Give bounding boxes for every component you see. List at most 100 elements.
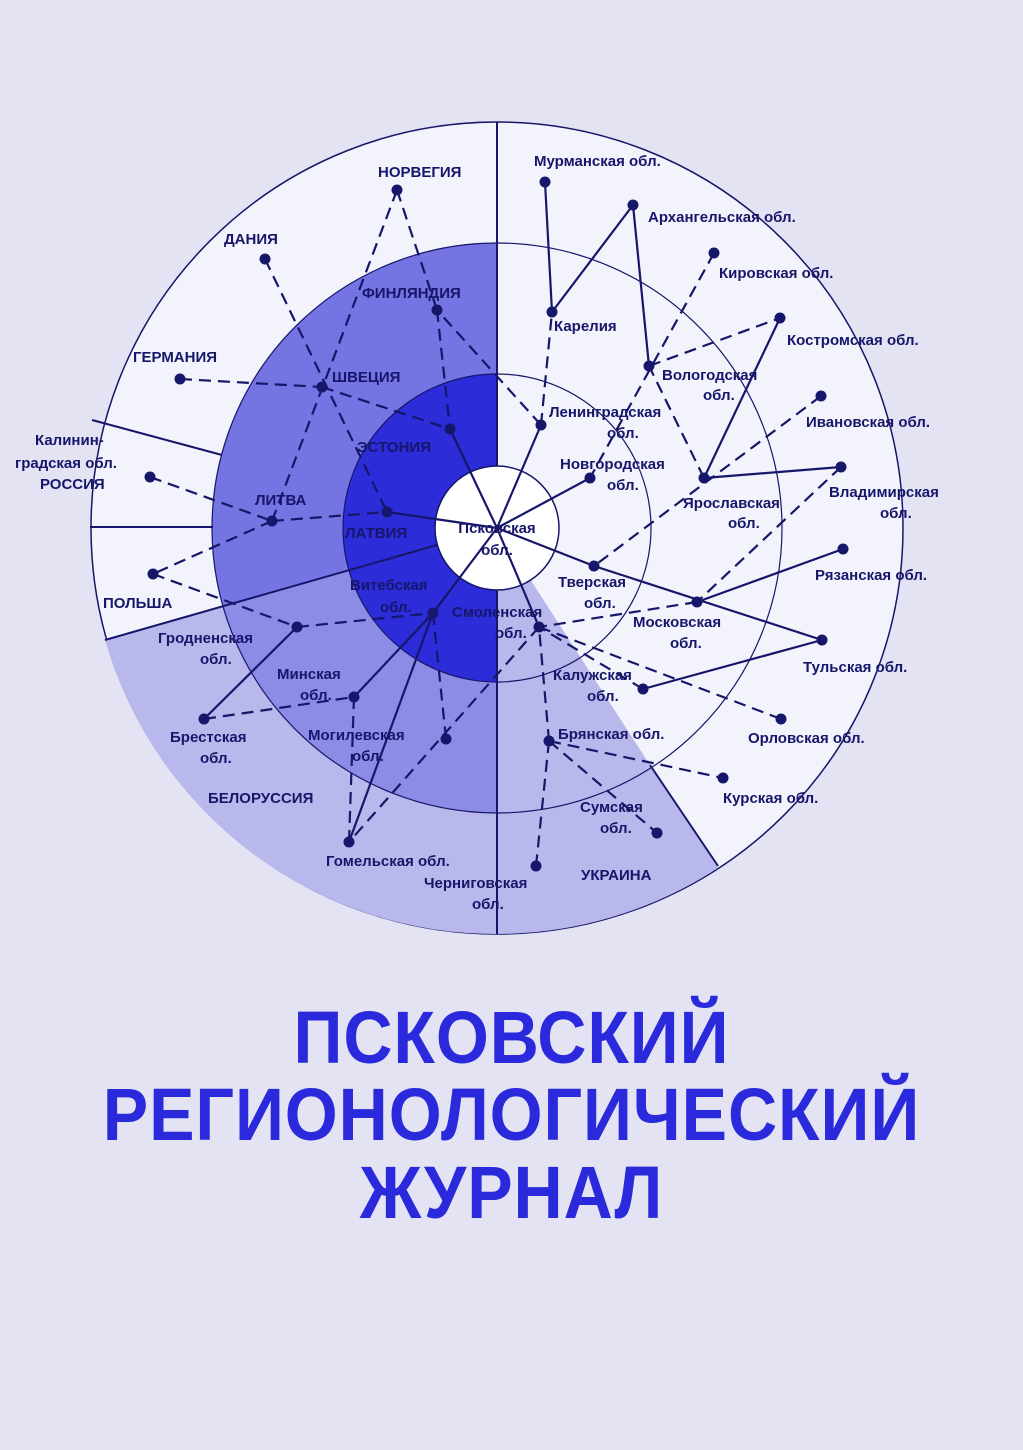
label-chernigov2: обл. xyxy=(472,896,504,913)
journal-title-line1: ПСКОВСКИЙ xyxy=(41,995,982,1080)
label-arkhangelsk: Архангельская обл. xyxy=(648,209,796,226)
node-moscow xyxy=(692,597,703,608)
node-estonia xyxy=(445,424,456,435)
node-finland xyxy=(432,305,443,316)
label-estonia: ЭСТОНИЯ xyxy=(357,439,431,456)
node-kaliningrad xyxy=(145,472,156,483)
label-grodno1: Гродненская xyxy=(158,630,253,647)
label-yaroslavl1: Ярославская xyxy=(683,495,780,512)
label-vologda1: Вологодская xyxy=(662,367,757,384)
label-leningrad2: обл. xyxy=(607,425,639,442)
label-kursk: Курская обл. xyxy=(723,790,818,807)
node-denmark xyxy=(260,254,271,265)
node-bryansk xyxy=(544,736,555,747)
label-germany: ГЕРМАНИЯ xyxy=(133,349,217,366)
label-russia: РОССИЯ xyxy=(40,476,105,493)
label-kaluga2: обл. xyxy=(587,688,619,705)
label-latvia: ЛАТВИЯ xyxy=(345,525,407,542)
label-kaliningrad1: Калинин- xyxy=(35,432,104,449)
label-brest2: обл. xyxy=(200,750,232,767)
node-chernigov xyxy=(531,861,542,872)
node-lithuania xyxy=(267,516,278,527)
node-grodno xyxy=(292,622,303,633)
label-vitebsk1: Витебская xyxy=(350,577,428,594)
node-sweden xyxy=(317,382,328,393)
label-sweden: ШВЕЦИЯ xyxy=(332,369,400,386)
node-smolensk xyxy=(534,622,545,633)
regional-connections-diagram: НОРВЕГИЯ ДАНИЯ ФИНЛЯНДИЯ ГЕРМАНИЯ ШВЕЦИЯ ЭСТО… xyxy=(0,0,1023,960)
node-kirov xyxy=(709,248,720,259)
label-brest1: Брестская xyxy=(170,729,247,746)
label-bryansk: Брянская обл. xyxy=(558,726,664,743)
node-ivanovo xyxy=(816,391,827,402)
label-vitebsk2: обл. xyxy=(380,599,412,616)
node-tula xyxy=(817,635,828,646)
label-minsk1: Минская xyxy=(277,666,341,683)
label-gomel: Гомельская обл. xyxy=(326,853,450,870)
label-lithuania: ЛИТВА xyxy=(255,492,307,509)
label-karelia: Карелия xyxy=(554,318,617,335)
label-mogilev2: обл. xyxy=(352,748,384,765)
node-yaroslavl xyxy=(699,473,710,484)
journal-title-line3: ЖУРНАЛ xyxy=(41,1150,982,1235)
label-poland: ПОЛЬША xyxy=(103,595,172,612)
label-kaliningrad2: градская обл. xyxy=(15,455,117,472)
node-sumy xyxy=(652,828,663,839)
label-grodno2: обл. xyxy=(200,651,232,668)
node-murmansk xyxy=(540,177,551,188)
label-ryazan: Рязанская обл. xyxy=(815,567,927,584)
label-vladimir1: Владимирская xyxy=(829,484,939,501)
label-tver1: Тверская xyxy=(558,574,626,591)
node-gomel xyxy=(344,837,355,848)
label-novgorod1: Новгородская xyxy=(560,456,665,473)
center-label-line2: обл. xyxy=(481,542,513,559)
label-orel: Орловская обл. xyxy=(748,730,865,747)
node-germany xyxy=(175,374,186,385)
node-karelia xyxy=(547,307,558,318)
label-finland: ФИНЛЯНДИЯ xyxy=(362,285,461,302)
node-minsk xyxy=(349,692,360,703)
label-minsk2: обл. xyxy=(300,687,332,704)
label-denmark: ДАНИЯ xyxy=(224,231,278,248)
node-vladimir xyxy=(836,462,847,473)
journal-title-line2: РЕГИОНОЛОГИЧЕСКИЙ xyxy=(41,1072,982,1157)
node-kursk xyxy=(718,773,729,784)
label-vladimir2: обл. xyxy=(880,505,912,522)
node-latvia xyxy=(382,507,393,518)
node-poland xyxy=(148,569,159,580)
node-mogilev xyxy=(441,734,452,745)
label-vologda2: обл. xyxy=(703,387,735,404)
label-moscow2: обл. xyxy=(670,635,702,652)
label-mogilev1: Могилевская xyxy=(308,727,405,744)
label-belarus: БЕЛОРУССИЯ xyxy=(208,790,313,807)
node-norway xyxy=(392,185,403,196)
label-kaluga1: Калужская xyxy=(553,667,632,684)
node-brest xyxy=(199,714,210,725)
node-orel xyxy=(776,714,787,725)
label-ukraine: УКРАИНА xyxy=(581,867,652,884)
node-vitebsk xyxy=(428,608,439,619)
label-murmansk: Мурманская обл. xyxy=(534,153,661,170)
label-smolensk2: обл. xyxy=(495,625,527,642)
label-yaroslavl2: обл. xyxy=(728,515,760,532)
label-ivanovo: Ивановская обл. xyxy=(806,414,930,431)
node-leningrad xyxy=(536,420,547,431)
label-sumy1: Сумская xyxy=(580,799,643,816)
center-label-line1: Псковская xyxy=(458,520,535,537)
label-moscow1: Московская xyxy=(633,614,721,631)
node-novgorod xyxy=(585,473,596,484)
label-tver2: обл. xyxy=(584,595,616,612)
node-arkhangelsk xyxy=(628,200,639,211)
label-tula: Тульская обл. xyxy=(803,659,907,676)
node-vologda xyxy=(644,361,655,372)
label-leningrad1: Ленинградская xyxy=(549,404,661,421)
node-kostroma xyxy=(775,313,786,324)
label-novgorod2: обл. xyxy=(607,477,639,494)
label-norway: НОРВЕГИЯ xyxy=(378,164,461,181)
node-tver xyxy=(589,561,600,572)
label-kirov: Кировская обл. xyxy=(719,265,833,282)
label-sumy2: обл. xyxy=(600,820,632,837)
node-ryazan xyxy=(838,544,849,555)
label-smolensk1: Смоленская xyxy=(452,604,542,621)
label-chernigov1: Черниговская xyxy=(424,875,527,892)
